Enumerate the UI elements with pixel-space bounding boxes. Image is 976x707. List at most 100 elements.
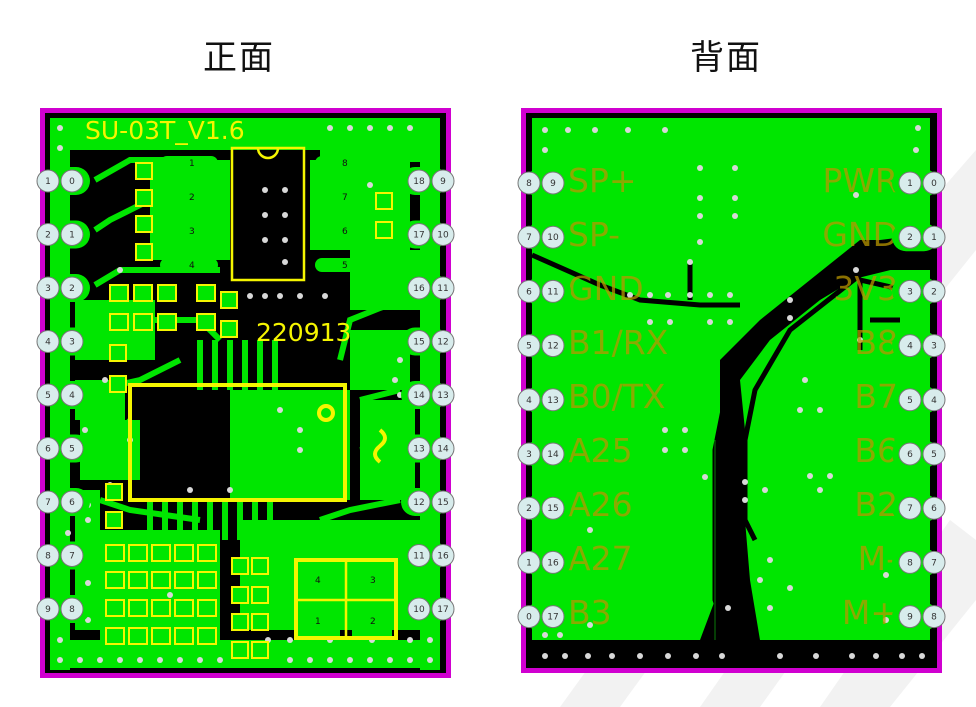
signal-label-b8: B8: [854, 323, 898, 362]
edge-pad: 34: [892, 331, 946, 360]
pad-hole-inner: [898, 496, 922, 520]
pad-hole-outer: [517, 334, 541, 358]
pad-hole-inner: [60, 223, 84, 246]
signal-label-m-minus: M-: [858, 539, 898, 578]
pad-number-outer: 3: [526, 450, 532, 460]
pad-number-outer: 6: [931, 504, 937, 514]
pad-hole-inner: [60, 330, 84, 353]
pad-number-outer: 13: [437, 391, 448, 401]
signal-label-b7: B7: [854, 377, 898, 416]
pad-hole-outer: [517, 279, 541, 303]
pad-number-inner: 13: [547, 396, 558, 406]
pad-hole-outer: [36, 223, 60, 246]
pad-number-inner: 5: [69, 445, 75, 455]
pad-hole-inner: [541, 171, 565, 195]
front-board: 1 2 3 4 8 7 6 5 4 3 1 2 SU-03T_V1.6 2209…: [36, 108, 455, 678]
pad-number-outer: 1: [931, 233, 937, 243]
pad-number-outer: 6: [45, 445, 51, 455]
chip-pin-label: 4: [189, 261, 195, 271]
pad-hole-outer: [431, 544, 455, 567]
pad-number-inner: 0: [69, 177, 75, 187]
edge-pad: 89: [892, 602, 946, 631]
pad-hole-inner: [541, 334, 565, 358]
front-chip-pin-labels: 1 2 3 4 8 7 6 5 4 3 1 2: [189, 159, 376, 627]
pad-number-outer: 7: [45, 498, 51, 508]
edge-pad: 56: [892, 440, 946, 468]
pad-number-inner: 7: [69, 552, 75, 562]
signal-label-a26: A26: [568, 485, 633, 524]
pad-hole-outer: [922, 605, 946, 629]
pad-hole-inner: [60, 597, 84, 621]
front-smd-components: [105, 162, 393, 659]
pad-hole-inner: [60, 276, 84, 300]
pad-hole-inner: [898, 334, 922, 358]
pad-hole-outer: [922, 225, 946, 249]
front-chip-pads: [160, 156, 373, 272]
pad-number-outer: 5: [45, 391, 51, 401]
pad-hole-outer: [517, 550, 541, 574]
back-left-signal-labels: SP+ SP- GND B1/RX B0/TX A25 A26 A27 B3: [568, 161, 668, 632]
pad-hole-inner: [407, 330, 431, 353]
pad-hole-inner: [407, 544, 431, 567]
pad-number-inner: 3: [907, 287, 913, 297]
pad-hole-inner: [60, 437, 84, 460]
pad-hole-inner: [898, 225, 922, 249]
pad-hole-inner: [407, 597, 431, 621]
pad-number-inner: 12: [413, 498, 424, 508]
pad-hole-outer: [36, 330, 60, 353]
pad-hole-inner: [898, 442, 922, 466]
pad-hole-outer: [36, 490, 60, 514]
pad-number-inner: 4: [69, 391, 75, 401]
front-side-title: 正面: [203, 38, 275, 78]
pad-hole-inner: [541, 225, 565, 249]
pad-number-inner: 2: [69, 284, 75, 294]
pad-hole-inner: [541, 496, 565, 520]
pad-hole-outer: [517, 388, 541, 412]
pad-number-inner: 11: [413, 552, 424, 562]
pad-number-outer: 6: [526, 287, 532, 297]
front-silkscreen: [128, 146, 398, 640]
back-copper-pour: [532, 118, 930, 640]
pad-hole-inner: [541, 279, 565, 303]
pad-number-outer: 15: [437, 498, 448, 508]
crystal-pad-label: 2: [370, 617, 376, 627]
back-vias: [542, 125, 925, 659]
pad-hole-outer: [517, 605, 541, 629]
chip-pin-label: 3: [189, 227, 195, 237]
pad-number-outer: 16: [437, 552, 449, 562]
pad-hole-outer: [922, 496, 946, 520]
pad-number-inner: 15: [413, 338, 424, 348]
edge-pad: 01: [892, 169, 946, 197]
pad-hole-outer: [36, 544, 60, 567]
pad-hole-outer: [431, 437, 455, 460]
pad-hole-outer: [517, 496, 541, 520]
pad-hole-inner: [407, 223, 431, 246]
pad-number-outer: 5: [526, 342, 532, 352]
pad-hole-outer: [517, 442, 541, 466]
pad-hole-inner: [407, 383, 431, 407]
pad-number-inner: 5: [907, 396, 913, 406]
crystal-pad-label: 1: [315, 617, 321, 627]
pad-number-outer: 0: [526, 613, 532, 623]
pad-hole-outer: [431, 597, 455, 621]
pad-hole-outer: [36, 276, 60, 300]
pad-hole-inner: [60, 490, 84, 514]
pad-hole-outer: [36, 383, 60, 407]
signal-label-b6: B6: [854, 431, 898, 470]
pad-number-inner: 15: [547, 504, 558, 514]
signal-label-b2: B2: [854, 485, 898, 524]
pad-number-outer: 4: [45, 338, 51, 348]
pad-hole-outer: [517, 171, 541, 195]
board-name-silkscreen: SU-03T_V1.6: [85, 116, 245, 145]
